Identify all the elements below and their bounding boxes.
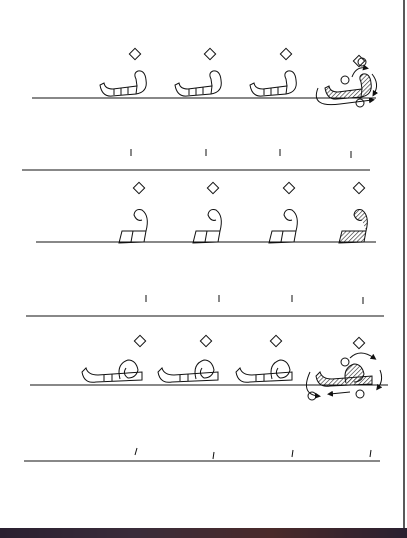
diamond-dot-icon — [206, 181, 220, 195]
row-2-letter-1 — [118, 181, 148, 244]
row-2-practice — [26, 295, 384, 317]
row-1 — [32, 47, 379, 108]
row-1-letter-1 — [99, 47, 147, 97]
row-3 — [30, 334, 388, 401]
diamond-dot-icon — [279, 47, 293, 61]
diamond-dot-icon — [282, 181, 296, 195]
row-3-practice — [24, 447, 380, 462]
row-2-letter-3 — [268, 181, 298, 244]
row-1-letter-3 — [249, 47, 297, 97]
stroke-arrow-icon — [376, 369, 383, 391]
stroke-arrow-icon — [305, 371, 321, 399]
stroke-arrow-icon — [371, 73, 379, 97]
row-1-letter-2 — [174, 47, 222, 97]
row-3-letter-3 — [235, 334, 293, 383]
diamond-dot-icon — [132, 181, 146, 195]
bottom-window-strip — [0, 528, 407, 538]
stroke-arrow-icon — [315, 87, 375, 106]
row-3-letter-4-stroke-guide — [305, 336, 383, 401]
row-2 — [36, 181, 376, 244]
row-3-letter-2 — [157, 334, 219, 383]
diamond-dot-icon — [199, 334, 213, 348]
stroke-arrow-icon — [349, 352, 377, 360]
row-1-practice — [22, 149, 370, 171]
row-3-letter-1 — [81, 334, 147, 383]
diamond-dot-icon — [128, 47, 142, 61]
stroke-arrow-icon — [351, 64, 369, 78]
stroke-arrow-icon — [327, 390, 351, 397]
row-1-letter-4-stroke-guide — [315, 54, 379, 108]
diamond-dot-icon — [133, 334, 147, 348]
diamond-dot-icon — [352, 336, 366, 350]
diamond-dot-icon — [352, 181, 366, 195]
diamond-dot-icon — [203, 47, 217, 61]
row-2-letter-4-shaded — [338, 181, 368, 244]
diamond-dot-icon — [269, 334, 283, 348]
row-2-letter-2 — [192, 181, 222, 244]
